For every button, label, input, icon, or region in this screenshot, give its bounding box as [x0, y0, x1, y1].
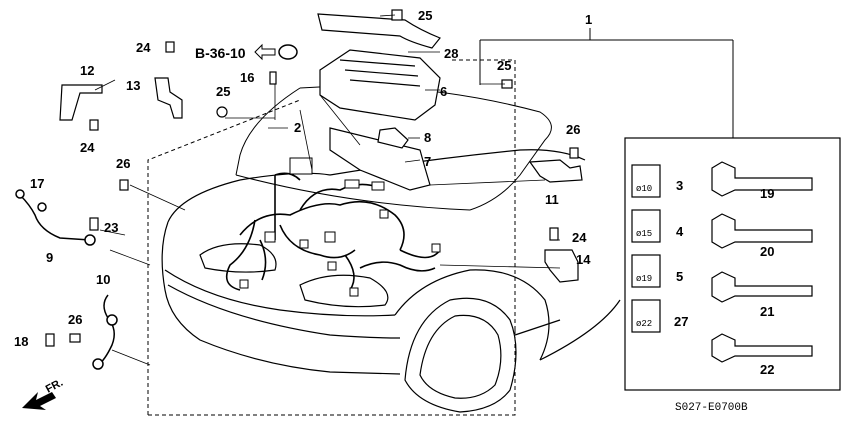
callout-27: 27: [674, 314, 688, 329]
engine-bay-frame: [147, 59, 516, 416]
callout-24a: 24: [136, 40, 151, 55]
callout-24b: 24: [80, 140, 95, 155]
callout-26a: 26: [566, 122, 580, 137]
bracket-13: [154, 77, 183, 119]
callout-25b: 25: [216, 84, 230, 99]
callout-3: 3: [676, 178, 683, 193]
bracket-12: [59, 84, 103, 121]
connector-label-15: ø15: [636, 229, 652, 239]
diagram-code: S027-E0700B: [675, 402, 748, 414]
front-direction-label: FR.: [44, 377, 65, 396]
bracket-11: [528, 159, 583, 183]
front-direction-arrow-icon: [22, 392, 56, 410]
reference-label: B-36-10: [195, 45, 246, 61]
callout-1: 1: [585, 12, 592, 27]
callout-14: 14: [576, 252, 591, 267]
callout-1-bracket: [479, 28, 734, 138]
callout-8: 8: [424, 130, 431, 145]
callout-25c: 25: [497, 58, 511, 73]
callout-4: 4: [676, 224, 684, 239]
callout-2: 2: [294, 120, 301, 135]
harness-connectors: [239, 157, 441, 297]
callout-23: 23: [104, 220, 118, 235]
fasteners: [45, 9, 579, 347]
engine-wire-harness: [225, 172, 441, 291]
connector-icons: [631, 164, 661, 333]
clip-icons: [711, 161, 813, 363]
callout-10: 10: [96, 272, 110, 287]
callout-11: 11: [545, 192, 559, 207]
callout-20: 20: [760, 244, 774, 259]
clips-connectors-box: [624, 137, 841, 391]
connector-label-10: ø10: [636, 184, 652, 194]
callout-9: 9: [46, 250, 53, 265]
callout-26b: 26: [116, 156, 130, 171]
callout-16: 16: [240, 70, 254, 85]
grommet-icon: [278, 44, 298, 60]
callout-12: 12: [80, 63, 94, 78]
ground-cable-9: [15, 189, 96, 246]
callout-25a: 25: [418, 8, 432, 23]
callout-22: 22: [760, 362, 774, 377]
callout-26c: 26: [68, 312, 82, 327]
connector-label-22: ø22: [636, 319, 652, 329]
callout-19: 19: [760, 186, 774, 201]
callout-5: 5: [676, 269, 683, 284]
callout-17: 17: [30, 176, 44, 191]
callout-6: 6: [440, 84, 447, 99]
callout-28: 28: [444, 46, 458, 61]
callout-18: 18: [14, 334, 28, 349]
connector-label-19: ø19: [636, 274, 652, 284]
callout-21: 21: [760, 304, 774, 319]
ground-cable-10: [92, 294, 118, 370]
relay-box-cover: [317, 13, 441, 191]
car-body: [161, 149, 621, 413]
leader-lines: [94, 14, 561, 366]
bracket-14: [544, 249, 579, 283]
callout-13: 13: [126, 78, 140, 93]
callout-7: 7: [424, 154, 431, 169]
reference-arrow-icon: [254, 43, 276, 61]
callout-24c: 24: [572, 230, 587, 245]
